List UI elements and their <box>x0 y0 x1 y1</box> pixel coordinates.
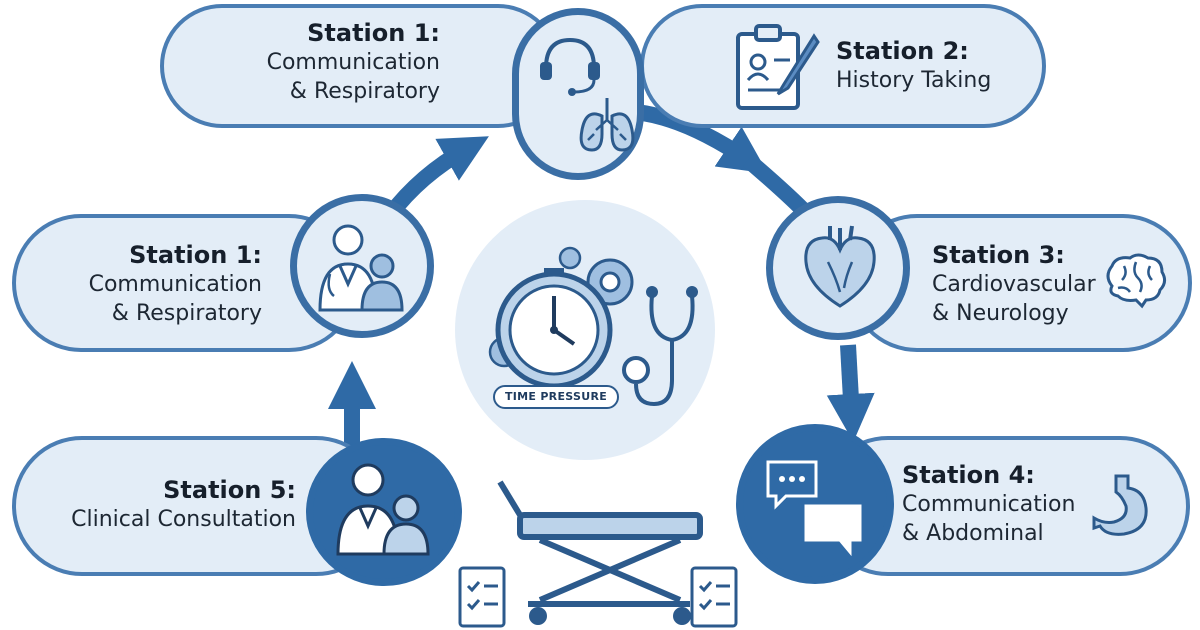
checklist-icon <box>458 566 738 628</box>
station-desc-line: Cardiovascular <box>932 272 1096 298</box>
heart-icon <box>800 222 880 316</box>
station-2-pill <box>640 4 1046 128</box>
lungs-icon <box>576 94 638 160</box>
station-desc-line: History Taking <box>836 68 992 94</box>
station-desc-line: Communication <box>266 50 440 76</box>
station-title: Station 3: <box>932 241 1065 269</box>
station-desc-line: & Abdominal <box>902 520 1044 546</box>
stopwatch-icon <box>495 268 613 389</box>
station-1-label: Station 1: Communication& Respiratory <box>40 240 262 328</box>
doctor-patient-icon <box>310 218 410 318</box>
doctor-patient-icon <box>330 458 434 562</box>
stomach-icon <box>1088 472 1158 546</box>
station-2-label: Station 2: History Taking <box>836 36 1036 96</box>
station-title: Station 1: <box>307 19 440 47</box>
station-1-circle <box>290 194 434 338</box>
brain-icon <box>1102 252 1168 316</box>
station-5-circle <box>306 438 462 586</box>
station-title: Station 4: <box>902 461 1035 489</box>
time-pressure-badge: TIME PRESSURE <box>493 385 619 409</box>
hospital-bed-icon <box>497 480 703 625</box>
station-desc-line: & Respiratory <box>111 300 262 326</box>
station-title: Station 1: <box>129 241 262 269</box>
station-3-label: Station 3: Cardiovascular& Neurology <box>932 240 1102 328</box>
station-desc-line: & Respiratory <box>289 78 440 104</box>
stethoscope-icon <box>622 286 698 407</box>
headset-icon <box>538 32 602 102</box>
station-top-label: Station 1: Communication& Respiratory <box>190 18 440 106</box>
clipboard-pen-icon <box>730 22 822 116</box>
station-4-label: Station 4: Communication& Abdominal <box>902 460 1092 548</box>
station-title: Station 2: <box>836 37 969 65</box>
station-desc-line: Communication <box>902 492 1076 518</box>
station-title: Station 5: <box>163 476 296 504</box>
station-desc-line: & Neurology <box>932 300 1069 326</box>
station-desc-line: Communication <box>88 272 262 298</box>
station-top-pill <box>160 4 560 128</box>
arrow-3-to-4 <box>826 344 875 442</box>
chat-bubbles-icon <box>764 456 864 560</box>
arrow-top-to-2 <box>634 104 768 174</box>
station-desc-line: Clinical Consultation <box>71 507 296 533</box>
station-5-label: Station 5: Clinical Consultation <box>30 475 296 535</box>
station-4-circle <box>736 424 894 584</box>
